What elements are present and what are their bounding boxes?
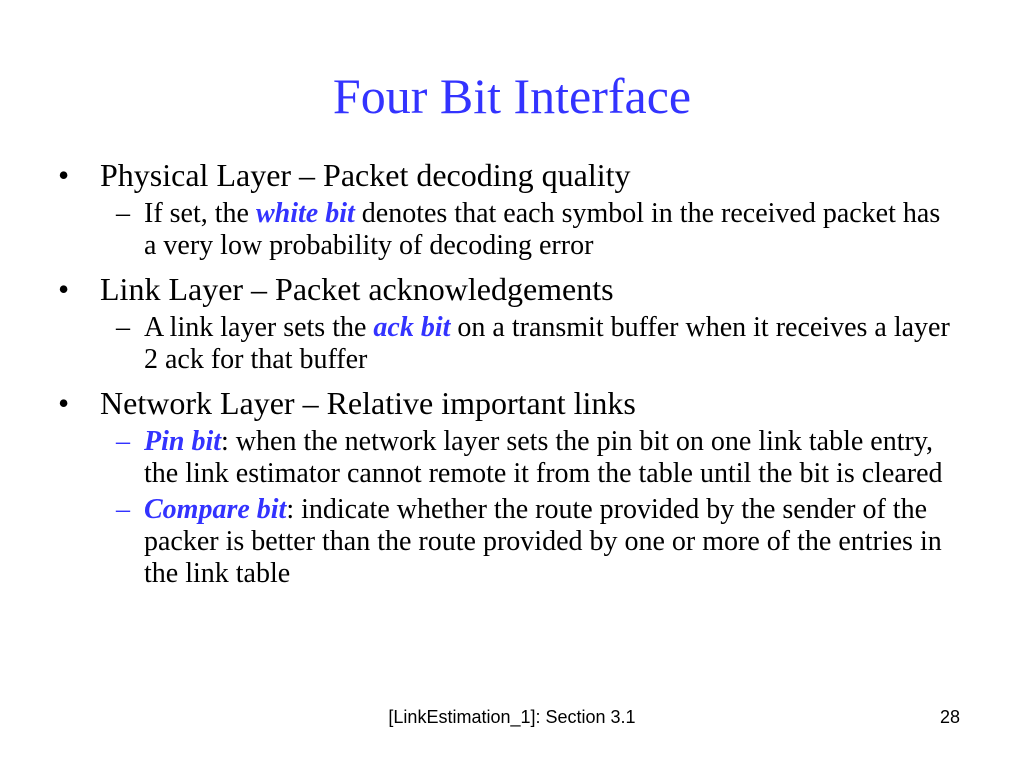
sub-bullet-text-before: If set, the — [144, 198, 256, 229]
emphasis-ack-bit: ack bit — [373, 312, 451, 343]
sub-bullet-text-after: : indicate whether the route provided by… — [144, 494, 942, 589]
bullet-marker: • — [58, 271, 70, 307]
sub-bullet-marker: – — [116, 426, 130, 457]
bullet-network-layer: • Network Layer – Relative important lin… — [58, 384, 958, 422]
slide-title: Four Bit Interface — [332, 68, 692, 124]
sub-bullet-compare-bit: – Compare bit: indicate whether the rout… — [116, 494, 958, 590]
emphasis-compare-bit: Compare bit — [144, 494, 287, 525]
emphasis-pin-bit: Pin bit — [144, 426, 222, 457]
slide-content: • Physical Layer – Packet decoding quali… — [58, 148, 958, 590]
sub-bullet-text-after: on a transmit buffer when it receives a … — [144, 312, 950, 375]
sub-bullet-marker: – — [116, 494, 130, 525]
bullet-physical-layer: • Physical Layer – Packet decoding quali… — [58, 156, 958, 194]
emphasis-white-bit: white bit — [255, 198, 355, 229]
footer-reference: [LinkEstimation_1]: Section 3.1 — [388, 707, 636, 727]
page-number: 28 — [939, 707, 960, 727]
sub-bullet-marker: – — [116, 198, 130, 229]
sub-bullet-ack-bit: – A link layer sets the ack bit on a tra… — [116, 312, 958, 376]
sub-bullet-marker: – — [116, 312, 130, 343]
bullet-text: Physical Layer – Packet decoding quality — [100, 157, 631, 193]
bullet-text: Link Layer – Packet acknowledgements — [100, 271, 614, 307]
bullet-link-layer: • Link Layer – Packet acknowledgements — [58, 270, 958, 308]
bullet-text: Network Layer – Relative important links — [100, 385, 636, 421]
bullet-marker: • — [58, 157, 70, 193]
bullet-marker: • — [58, 385, 70, 421]
sub-bullet-white-bit: – If set, the white bit denotes that eac… — [116, 198, 958, 262]
sub-bullet-text-before: A link layer sets the — [144, 312, 374, 343]
sub-bullet-text-after: : when the network layer sets the pin bi… — [144, 426, 943, 489]
sub-bullet-pin-bit: – Pin bit: when the network layer sets t… — [116, 426, 958, 490]
sub-bullet-text-after: denotes that each symbol in the received… — [144, 198, 941, 261]
